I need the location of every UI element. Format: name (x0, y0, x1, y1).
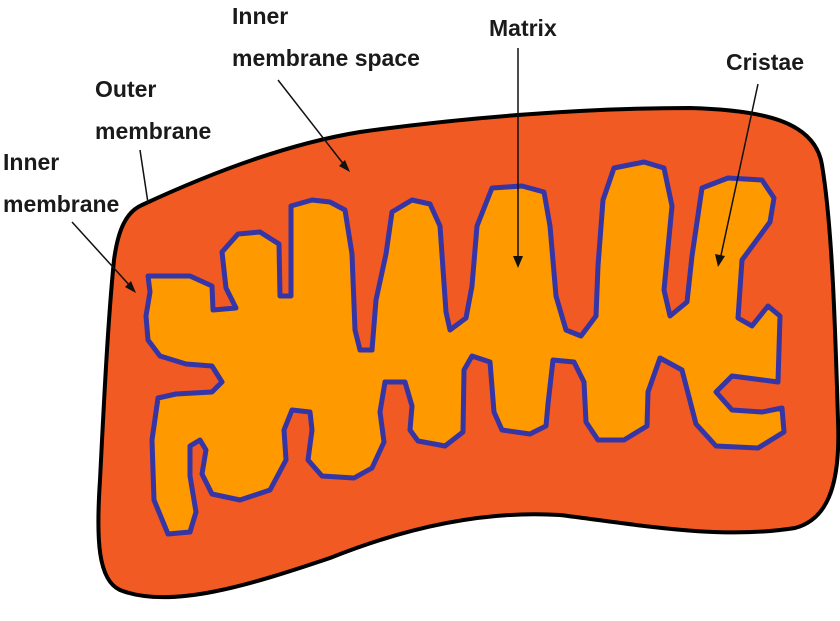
inner-membrane-space-label-line1: Inner (232, 3, 288, 29)
outer-membrane-label: Outer membrane (95, 76, 211, 144)
inner-membrane-label: Inner membrane (3, 149, 119, 217)
outer-membrane-label-line2: membrane (95, 118, 211, 144)
outer-membrane-label-line1: Outer (95, 76, 156, 102)
matrix-label: Matrix (489, 15, 557, 41)
outer-membrane-pointer (140, 150, 148, 203)
inner-membrane-label-line2: membrane (3, 191, 119, 217)
inner-membrane-space-label-line2: membrane space (232, 45, 420, 71)
inner-membrane-space-label: Inner membrane space (232, 3, 420, 71)
cristae-label: Cristae (726, 49, 804, 75)
inner-membrane-label-line1: Inner (3, 149, 59, 175)
